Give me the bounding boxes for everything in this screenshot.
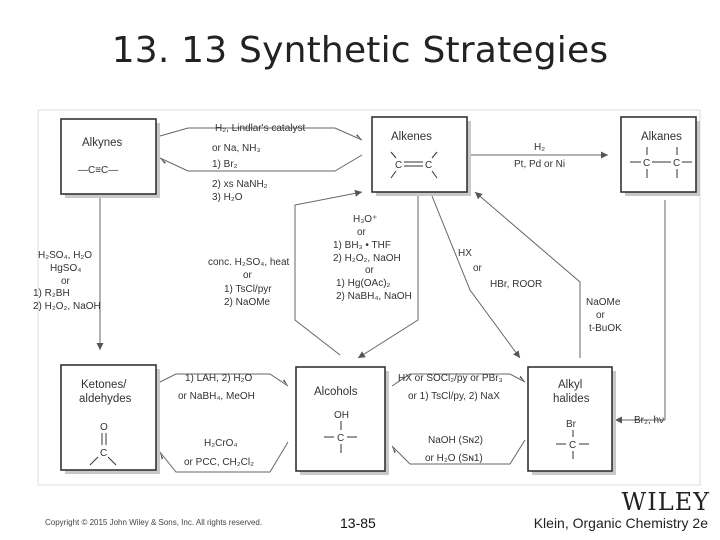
svg-text:2) NaBH₄, NaOH: 2) NaBH₄, NaOH: [336, 291, 412, 302]
node-alkanes: Alkanes C C: [620, 116, 700, 196]
node-alkenes-title: Alkenes: [391, 131, 432, 143]
wiley-logo: WILEY: [621, 488, 710, 516]
svg-text:2) NaOMe: 2) NaOMe: [224, 297, 271, 308]
svg-text:2) H₂O₂, NaOH: 2) H₂O₂, NaOH: [33, 301, 101, 312]
svg-text:conc. H₂SO₄, heat: conc. H₂SO₄, heat: [208, 257, 290, 268]
alkene-structure: C C: [390, 151, 438, 179]
reagent-alcohol-to-halide-2: or 1) TsCl/py, 2) NaX: [408, 391, 500, 402]
node-ketones-title-1: Ketones/: [81, 379, 127, 391]
svg-text:HBr, ROOR: HBr, ROOR: [490, 279, 542, 290]
arrow-alkyne-to-alkene: [159, 127, 363, 141]
node-alcohols-title: Alcohols: [314, 386, 358, 398]
svg-text:NaOMe: NaOMe: [586, 297, 621, 308]
node-halides-title-1: Alkyl: [558, 379, 582, 391]
reagent-halide-to-alkene: NaOMe or t-BuOK: [586, 297, 622, 334]
footer-copyright: Copyright © 2015 John Wiley & Sons, Inc.…: [45, 518, 263, 527]
reagent-ketone-to-alcohol-2: or NaBH₄, MeOH: [178, 391, 255, 402]
svg-text:H₂SO₄, H₂O: H₂SO₄, H₂O: [38, 250, 92, 261]
svg-text:1) BH₃ • THF: 1) BH₃ • THF: [333, 240, 391, 251]
reagent-ketone-to-alcohol-1: 1) LAH, 2) H₂O: [185, 373, 252, 384]
arrow-alcohol-to-ketone: [159, 441, 289, 473]
reagent-alkene-to-alkane-bottom: Pt, Pd or Ni: [514, 159, 565, 170]
reagent-alkene-to-halide: HX or HBr, ROOR: [458, 248, 542, 290]
reagent-alcohol-to-halide-1: HX or SOCl₂/py or PBr₃: [398, 373, 503, 384]
svg-text:C: C: [643, 158, 650, 169]
node-alkynes: Alkynes —C≡C—: [60, 118, 160, 198]
alkyne-structure: —C≡C—: [78, 165, 118, 176]
arrow-alkene-to-alkyne: [159, 154, 363, 172]
reagent-halide-to-alcohol-2: or H₂O (Sɴ1): [425, 453, 483, 464]
svg-text:C: C: [337, 433, 344, 444]
node-alkenes: Alkenes C C: [371, 116, 471, 196]
reagent-alkene-to-alkyne-3: 3) H₂O: [212, 192, 243, 203]
svg-text:C: C: [569, 440, 576, 451]
node-alkynes-title: Alkynes: [82, 137, 123, 149]
reagent-alkane-to-halide: Br₂, hν: [634, 415, 664, 426]
svg-text:t-BuOK: t-BuOK: [589, 323, 622, 334]
ketone-structure: O C: [89, 422, 117, 466]
node-alkanes-title: Alkanes: [641, 131, 682, 143]
svg-text:1) TsCl/pyr: 1) TsCl/pyr: [224, 284, 272, 295]
reagent-alcohol-to-alkene: conc. H₂SO₄, heat or 1) TsCl/pyr 2) NaOM…: [208, 257, 290, 308]
svg-text:HgSO₄: HgSO₄: [50, 263, 81, 274]
slide-title: 13. 13 Synthetic Strategies: [111, 30, 609, 71]
svg-text:C: C: [100, 448, 107, 459]
svg-text:O: O: [100, 422, 108, 433]
svg-text:H₃O⁺: H₃O⁺: [353, 214, 377, 225]
svg-text:or: or: [473, 263, 483, 274]
node-halides-title-2: halides: [553, 393, 590, 405]
node-alkyl-halides: Alkyl halides Br C: [527, 366, 616, 475]
reagent-alkyne-to-alkene: H₂, Lindlar's catalyst: [215, 123, 305, 134]
svg-text:Br: Br: [566, 419, 577, 430]
arrow-alcohol-to-alkene: [294, 189, 363, 356]
svg-text:or: or: [61, 276, 71, 287]
alkane-structure: C C: [630, 147, 692, 178]
alcohol-structure: OH C: [324, 410, 357, 453]
reagent-alkene-to-alkyne-2: 2) xs NaNH₂: [212, 179, 268, 190]
svg-text:2) H₂O₂, NaOH: 2) H₂O₂, NaOH: [333, 253, 401, 264]
reagent-alcohol-to-ketone-2: or PCC, CH₂Cl₂: [184, 457, 254, 468]
svg-text:1) R₂BH: 1) R₂BH: [33, 288, 70, 299]
arrow-alcohol-to-halide: [391, 373, 526, 387]
reagent-alkyne-to-ketone: H₂SO₄, H₂O HgSO₄ or 1) R₂BH 2) H₂O₂, NaO…: [33, 250, 101, 312]
node-ketones-title-2: aldehydes: [79, 393, 132, 405]
arrow-halide-to-alkene: [474, 191, 581, 358]
svg-text:C: C: [425, 160, 432, 171]
reagent-alkene-to-alkane-top: H₂: [534, 142, 545, 153]
svg-text:or: or: [365, 265, 375, 276]
svg-text:or: or: [243, 270, 253, 281]
arrow-ketone-to-alcohol: [159, 373, 289, 387]
svg-text:HX: HX: [458, 248, 472, 259]
svg-text:C: C: [673, 158, 680, 169]
svg-text:or: or: [596, 310, 606, 321]
reagent-alkene-to-alkyne-1: 1) Br₂: [212, 159, 238, 170]
arrow-alkene-to-halide: [431, 195, 521, 359]
reagent-alcohol-to-ketone-1: H₂CrO₄: [204, 438, 238, 449]
svg-text:OH: OH: [334, 410, 349, 421]
reagent-alkene-to-alcohol: H₃O⁺ or 1) BH₃ • THF 2) H₂O₂, NaOH or 1)…: [333, 214, 412, 302]
arrow-halide-to-alcohol: [391, 439, 526, 465]
reagent-alkyne-to-alkene-alt: or Na, NH₃: [212, 143, 261, 154]
arrow-alkene-to-alcohol: [357, 195, 419, 359]
svg-text:or: or: [357, 227, 367, 238]
svg-text:1) Hg(OAc)₂: 1) Hg(OAc)₂: [336, 278, 391, 289]
footer-book-title: Klein, Organic Chemistry 2e: [533, 515, 708, 531]
node-alcohols: Alcohols OH C: [295, 366, 389, 475]
svg-text:C: C: [395, 160, 402, 171]
footer-page-number: 13-85: [340, 515, 376, 531]
node-ketones: Ketones/ aldehydes O C: [60, 364, 160, 474]
reagent-halide-to-alcohol-1: NaOH (Sɴ2): [428, 435, 483, 446]
halide-structure: Br C: [556, 419, 589, 459]
